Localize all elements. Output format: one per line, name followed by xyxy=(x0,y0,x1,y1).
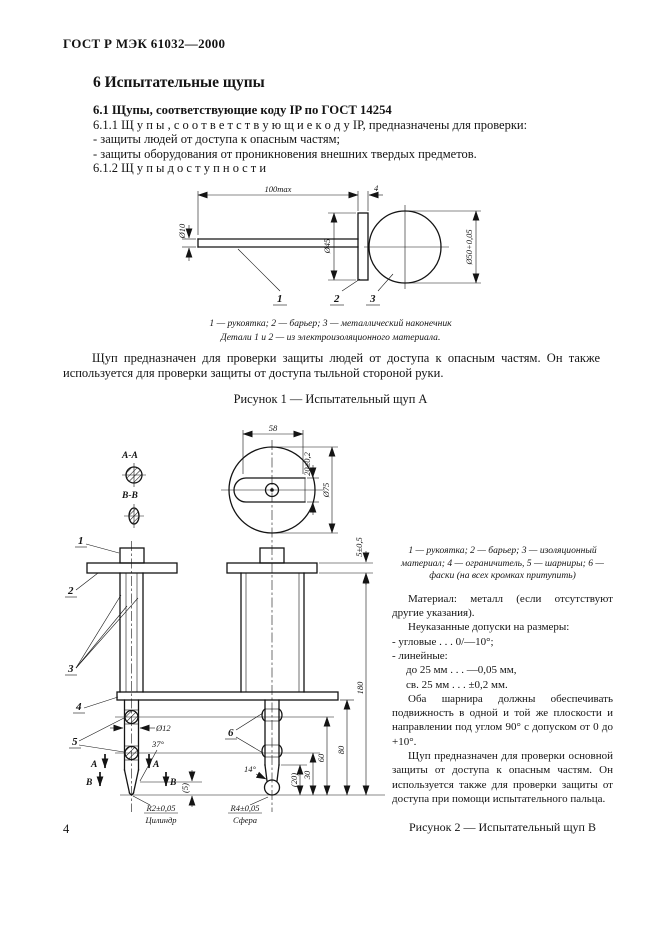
dim-58: 58 xyxy=(269,423,278,433)
probe-b-finger xyxy=(123,699,283,796)
angle-14: 14° xyxy=(244,764,257,774)
probe-b-top-view: 58 20±0,2 Ø75 xyxy=(221,423,338,812)
dim-length: 100max xyxy=(265,184,292,194)
section-bb-label: В-В xyxy=(121,491,138,501)
ref-label-3: 3 xyxy=(67,663,74,675)
probe-a-dimensions: 100max 4 Ø10 Ø45 Ø50+0,05 xyxy=(177,183,481,284)
ref-label-1: 1 xyxy=(277,293,283,305)
dim-20-02: 20±0,2 xyxy=(302,451,312,476)
note-hinges: Оба шарнира должны обеспечивать подвижно… xyxy=(392,692,613,748)
note-tolerances-head: Неуказанные допуски на размеры: xyxy=(408,621,570,634)
figure1-probe-a-drawing: 100max 4 Ø10 Ø45 Ø50+0,05 1 2 xyxy=(177,183,481,306)
dim-5p: (5) xyxy=(180,783,190,793)
probe-b-section-markers: А А В В xyxy=(85,754,176,788)
mark-b-left: В xyxy=(85,778,92,788)
figure2-probe-b-drawing: А-А В-В 58 20±0,2 xyxy=(65,423,385,825)
probe-b-ref-labels: 1 2 3 4 5 6 xyxy=(65,535,264,754)
ref-label-2: 2 xyxy=(67,585,74,597)
ref-label-1: 1 xyxy=(78,535,84,547)
probe-b-body xyxy=(86,541,339,812)
clause-text-block: 6.1.1 Щ у п ы , с о о т в е т с т в у ю … xyxy=(93,118,527,175)
tip-r2-note: Цилиндр xyxy=(144,815,176,825)
dim-60: 60 xyxy=(316,753,326,762)
note-purpose: Щуп предназначен для проверки основной з… xyxy=(392,750,613,805)
note-tolerance-angular: - угловые . . . 0/—10°; xyxy=(392,635,494,648)
mark-b-right: В xyxy=(169,778,176,788)
section-aa-label: А-А xyxy=(121,451,138,461)
note-tolerance-linear-1: до 25 мм . . . —0,05 мм, xyxy=(406,664,517,677)
tip-r4-note: Сфера xyxy=(233,815,257,825)
angle-37: 37° xyxy=(151,739,165,749)
section-title: 6 Испытательные щупы xyxy=(93,74,265,91)
dim-barrier-thickness: 4 xyxy=(374,183,379,193)
ref-label-4: 4 xyxy=(75,701,82,713)
probe-b-dimensions: (20) 30 60 80 180 5±0,5 (5) Ø12 37° 14° xyxy=(110,537,385,807)
section-views: А-А В-В xyxy=(121,451,146,528)
figure2-legend: 1 — рукоятка; 2 — барьер; 3 — изоляционн… xyxy=(401,545,604,582)
mark-a-right: А xyxy=(152,760,159,770)
tip-r2-label: R2±0,05 xyxy=(146,803,176,813)
dim-d75: Ø75 xyxy=(321,483,331,499)
dim-d12: Ø12 xyxy=(155,723,171,733)
figure2-title: Рисунок 2 — Испытательный щуп В xyxy=(408,820,596,835)
clause-611-item-1: - защиты людей от доступа к опасным част… xyxy=(93,132,340,147)
figure1-legend: 1 — рукоятка; 2 — барьер; 3 — металличес… xyxy=(209,318,452,329)
tip-r4-label: R4±0,05 xyxy=(230,803,260,813)
figure1-title: Рисунок 1 — Испытательный щуп А xyxy=(233,392,428,406)
figure1-paragraph: Щуп предназначен для проверки защиты люд… xyxy=(63,351,600,380)
dim-180: 180 xyxy=(355,681,365,695)
probe-b-tip-labels: R2±0,05 Цилиндр R4±0,05 Сфера xyxy=(132,795,269,825)
dim-20p: (20) xyxy=(289,773,299,787)
dim-5-05: 5±0,5 xyxy=(354,537,364,557)
ref-label-2: 2 xyxy=(333,293,340,305)
mark-a-left: А xyxy=(90,760,97,770)
note-tolerance-linear: - линейные: xyxy=(392,649,448,662)
ref-label-5: 5 xyxy=(72,736,78,748)
clause-611: 6.1.1 Щ у п ы , с о о т в е т с т в у ю … xyxy=(93,118,528,132)
ref-label-6: 6 xyxy=(228,727,234,739)
ref-label-3: 3 xyxy=(369,293,376,305)
figure2-notes-column: 1 — рукоятка; 2 — барьер; 3 — изоляционн… xyxy=(392,545,613,835)
subsection-title: 6.1 Щупы, соответствующие коду IP по ГОС… xyxy=(93,103,392,117)
note-material: Материал: металл (если отсутствуют други… xyxy=(392,592,613,620)
dim-30: 30 xyxy=(302,770,312,780)
page-number: 4 xyxy=(63,822,70,836)
note-tolerance-linear-2: св. 25 мм . . . ±0,2 мм. xyxy=(406,678,508,691)
clause-612: 6.1.2 Щ у п ы д о с т у п н о с т и xyxy=(93,160,267,175)
running-header: ГОСТ Р МЭК 61032—2000 xyxy=(63,36,226,51)
dim-80: 80 xyxy=(336,745,346,754)
probe-a-ref-labels: 1 2 3 xyxy=(237,248,394,306)
dim-handle-diameter: Ø10 xyxy=(177,223,187,239)
clause-611-item-2: - защиты оборудования от проникновения в… xyxy=(93,146,477,161)
dim-sphere-diameter: Ø50+0,05 xyxy=(464,229,474,265)
dim-barrier-diameter: Ø45 xyxy=(322,239,332,255)
figure1-legend-note: Детали 1 и 2 — из электроизоляционного м… xyxy=(220,332,441,343)
